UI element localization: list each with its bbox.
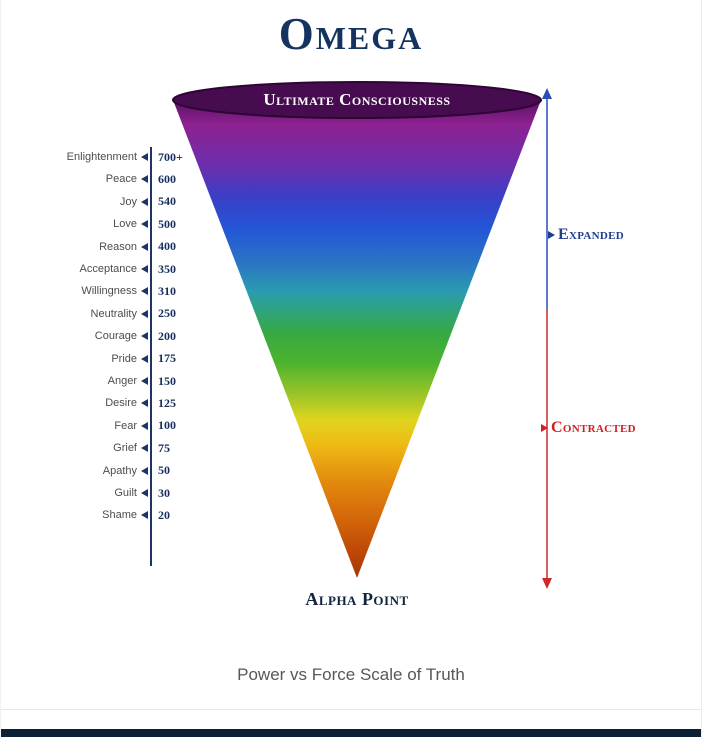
cone-body [173,100,541,578]
scale-row: Apathy 50 [31,463,170,479]
scale-row: Shame 20 [31,507,170,523]
scale-row: Peace 600 [31,171,176,187]
scale-marker-icon [141,265,148,273]
scale-marker-icon [141,444,148,453]
scale-marker-icon [141,287,148,296]
scale-label: Shame [102,509,137,522]
scale-label: Pride [111,352,137,365]
scale-label: Reason [99,240,137,253]
scale-row: Courage 200 [31,328,176,344]
scale-row: Enlightenment 700+ [31,149,183,165]
contracted-label-group: Contracted [541,419,636,437]
scale-marker-icon [141,511,148,520]
scale-label: Willingness [81,285,137,298]
contracted-marker-icon [541,424,548,432]
ultimate-consciousness-label: Ultimate Consciousness [263,90,451,109]
scale-value: 350 [158,261,176,276]
scale-marker-icon [141,489,148,497]
scale-value: 100 [158,418,176,433]
scale-value: 600 [158,171,176,186]
scale-label: Love [113,218,137,231]
scale-row: Acceptance 350 [31,261,176,277]
scale-label: Anger [107,375,137,387]
scale-value: 200 [158,328,176,343]
scale-label: Enlightenment [66,151,137,163]
scale-row: Love 500 [31,216,176,232]
scale-label: Peace [105,173,137,186]
scale-label: Courage [94,330,137,343]
scale-label: Desire [105,397,137,410]
scale-label: Apathy [102,464,137,477]
scale-row: Pride 175 [31,351,176,367]
scale-row: Neutrality 250 [31,306,176,322]
scale-marker-icon [141,399,148,408]
page-title: Omega [278,9,424,59]
scale-value: 150 [158,373,176,388]
scale-row: Willingness 310 [31,283,176,299]
scale-row: Grief 75 [31,440,170,456]
contracted-label: Contracted [551,419,636,436]
scale-value: 700+ [158,149,183,164]
contracted-arrowhead-icon [542,578,552,589]
expanded-arrowhead-icon [542,88,552,99]
bottom-separator [1,709,701,710]
cone-top-ellipse [172,81,542,119]
scale-row: Fear 100 [31,418,176,434]
scale-value: 75 [158,440,170,455]
scale-value: 20 [158,507,170,522]
scale-value: 310 [158,283,176,298]
footer-bar [1,729,701,737]
scale-row: Desire 125 [31,395,176,411]
scale-label: Grief [113,442,137,455]
scale-marker-icon [141,197,148,206]
scale-value: 30 [158,485,170,500]
scale-label: Guilt [114,487,137,499]
scale-row: Reason 400 [31,239,176,255]
scale-label: Fear [114,419,137,432]
scale-value: 400 [158,239,176,254]
alpha-point-label: Alpha Point [305,589,409,609]
scale-row: Joy 540 [31,194,176,210]
scale-value: 250 [158,306,176,321]
scale-row: Anger 150 [31,373,176,389]
scale-marker-icon [141,377,148,385]
scale-marker-icon [141,309,148,318]
scale-marker-icon [141,354,148,363]
scale-label: Neutrality [90,307,137,320]
scale-marker-icon [141,242,148,251]
expanded-label: Expanded [558,226,625,243]
scale-value: 500 [158,216,176,231]
scale-marker-icon [141,153,148,161]
scale-marker-icon [141,421,148,430]
scale-value: 125 [158,395,176,410]
scale-value: 540 [158,194,176,209]
scale-marker-icon [141,220,148,229]
scale-row: Guilt 30 [31,485,170,501]
scale-marker-icon [141,332,148,341]
expanded-label-group: Expanded [548,226,624,244]
scale-marker-icon [141,175,148,184]
scale-value: 50 [158,463,170,478]
scale-value: 175 [158,351,176,366]
expanded-marker-icon [548,231,555,239]
scale-label: Acceptance [79,263,137,275]
scale-label: Joy [119,195,137,208]
caption: Power vs Force Scale of Truth [237,665,465,684]
scale-marker-icon [141,466,148,475]
